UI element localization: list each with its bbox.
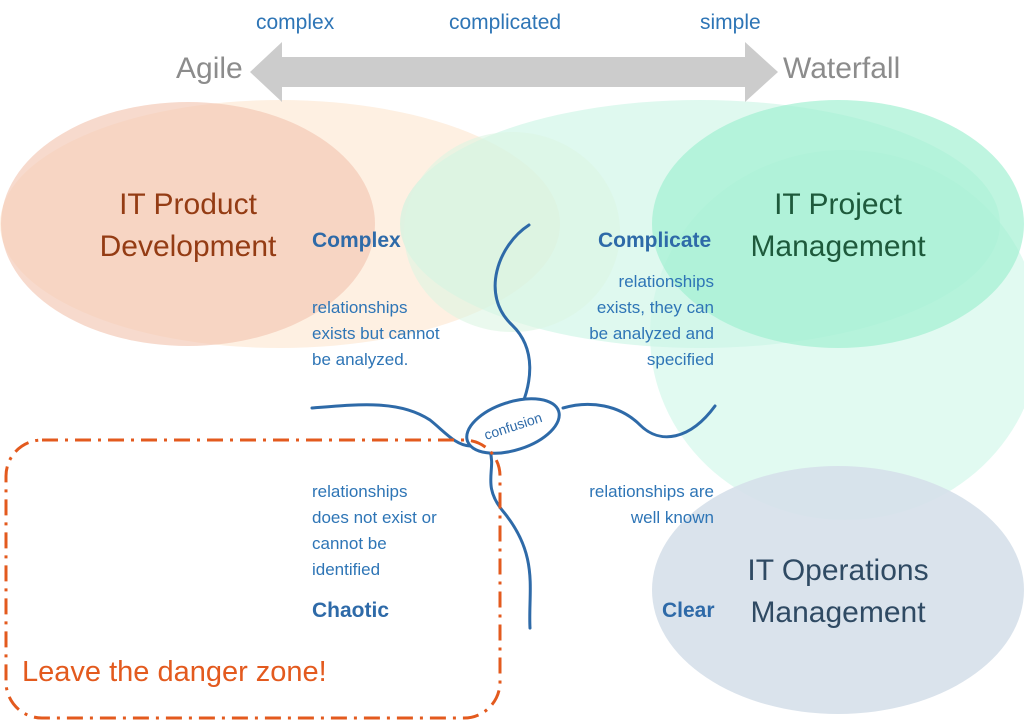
domain-chaotic-title: Chaotic — [312, 599, 390, 622]
domain-complex-title: Complex — [312, 229, 401, 252]
project-title-line1: IT Project — [774, 188, 902, 221]
product-development-title: IT Product Development — [88, 184, 288, 268]
product-development-ellipse — [1, 102, 375, 346]
agile-waterfall-arrow — [250, 42, 778, 102]
curve-top — [493, 223, 532, 407]
complex-desc-line: exists but cannot — [312, 324, 440, 343]
domain-clear-title: Clear — [662, 599, 715, 622]
operations-management-ellipse — [652, 466, 1024, 714]
domain-complicate-description: relationships exists, they can be analyz… — [564, 269, 714, 373]
overlap-ellipse — [404, 132, 620, 332]
complex-desc-line: relationships — [312, 298, 408, 317]
complicate-desc-line: be analyzed and — [589, 324, 714, 343]
curve-bottom — [488, 449, 532, 630]
chaotic-desc-line: identified — [312, 560, 381, 579]
chaotic-desc-line: cannot be — [312, 534, 387, 553]
clear-desc-line: relationships are — [589, 482, 714, 501]
axis-label-complex: complex — [256, 11, 335, 34]
complicate-desc-line: specified — [646, 350, 714, 369]
domain-complicate-title: Complicate — [598, 229, 712, 252]
domain-complex-description: relationships exists but cannot be analy… — [312, 295, 440, 373]
operations-title-line2: Management — [750, 596, 926, 629]
product-title-line1: IT Product — [119, 188, 257, 221]
complicate-desc-line: exists, they can — [596, 298, 714, 317]
project-management-ellipse — [652, 100, 1024, 348]
agile-label: Agile — [176, 52, 243, 85]
product-title-line2: Development — [99, 230, 277, 263]
complex-desc-line: be analyzed. — [312, 350, 409, 369]
waterfall-label: Waterfall — [783, 52, 901, 85]
complicate-desc-line: relationships — [618, 272, 714, 291]
axis-label-complicated: complicated — [449, 11, 562, 34]
curve-left — [310, 403, 472, 448]
project-title-line2: Management — [750, 230, 926, 263]
axis-label-simple: simple — [700, 11, 761, 34]
domain-clear-description: relationships are well known — [554, 479, 714, 531]
chaotic-desc-line: does not exist or — [312, 508, 437, 527]
chaotic-desc-line: relationships — [312, 482, 408, 501]
danger-zone-border — [4, 438, 502, 720]
clear-desc-line: well known — [630, 508, 714, 527]
domain-chaotic-description: relationships does not exist or cannot b… — [312, 479, 437, 583]
operations-title-line1: IT Operations — [747, 554, 929, 587]
project-management-title: IT Project Management — [738, 184, 938, 268]
confusion-ellipse — [465, 397, 561, 455]
operations-management-title: IT Operations Management — [728, 550, 948, 634]
curve-right — [561, 402, 717, 439]
danger-zone-label: Leave the danger zone! — [22, 656, 327, 688]
